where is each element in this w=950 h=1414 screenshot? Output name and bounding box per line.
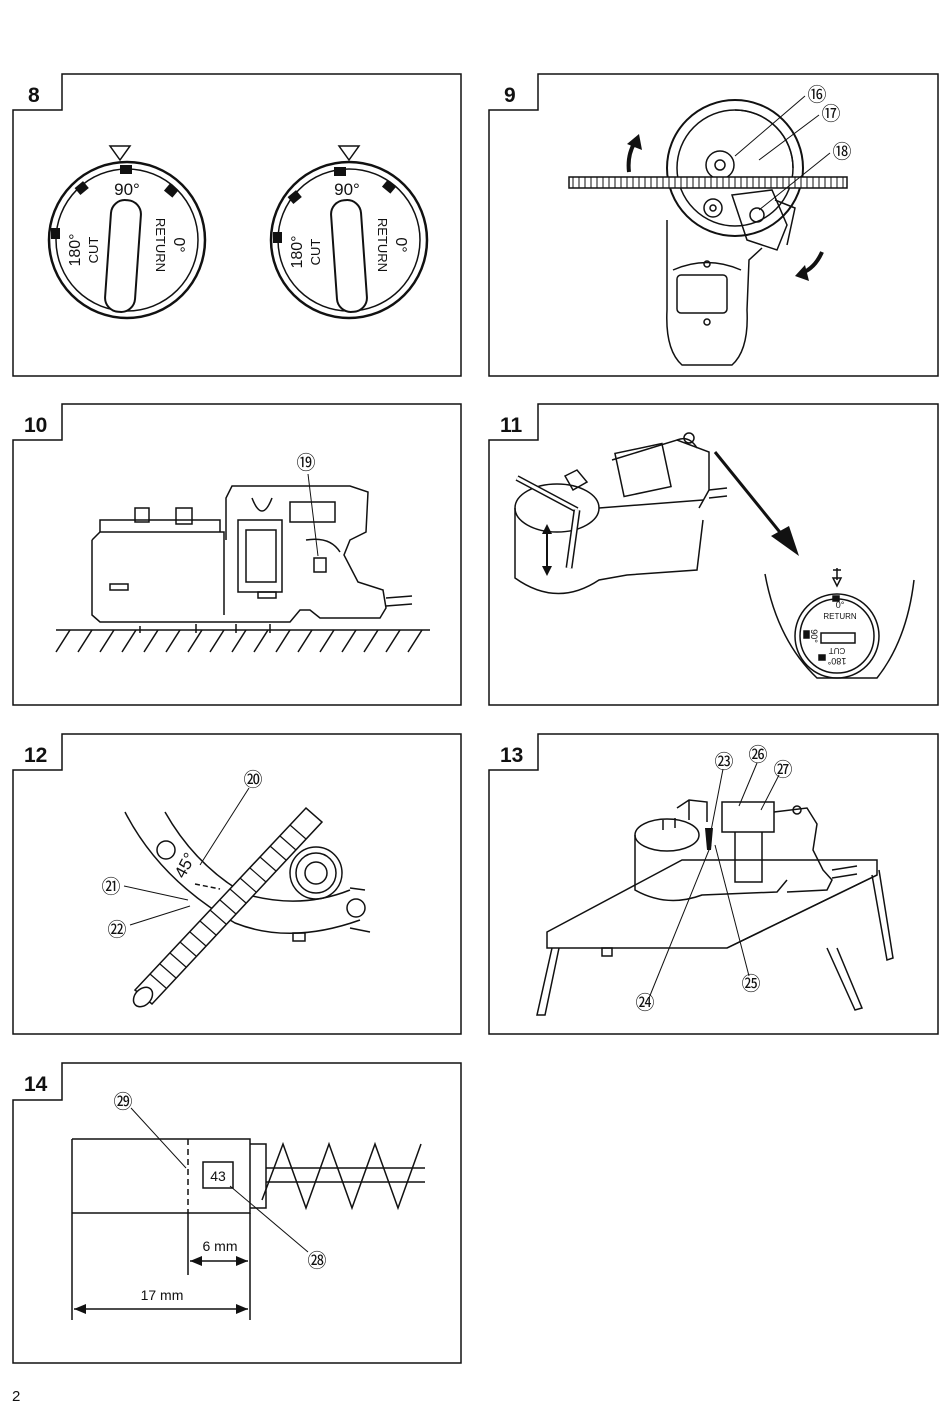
bender-side-view bbox=[91, 485, 413, 633]
indicator-triangle-icon bbox=[108, 145, 132, 162]
svg-text:㉗: ㉗ bbox=[773, 759, 792, 781]
svg-text:90°: 90° bbox=[114, 180, 140, 199]
figure-11: 11 0° RETURN 90° 180° CUT bbox=[477, 390, 947, 710]
figure-number: 8 bbox=[28, 84, 40, 107]
svg-text:CUT: CUT bbox=[829, 646, 846, 655]
figure-number: 13 bbox=[500, 744, 523, 767]
dimension-short: 6 mm bbox=[203, 1238, 238, 1254]
up-down-arrow-icon bbox=[542, 524, 552, 576]
ground bbox=[55, 629, 430, 653]
rebar bbox=[568, 176, 848, 189]
bender-on-table bbox=[634, 799, 858, 902]
callout-20: ⑳ bbox=[199, 769, 263, 866]
callout-19: ⑲ bbox=[296, 452, 319, 557]
svg-text:⑰: ⑰ bbox=[821, 103, 840, 125]
callout-29: ㉙ bbox=[113, 1091, 187, 1169]
dimension-lines bbox=[71, 1213, 251, 1320]
svg-text:RETURN: RETURN bbox=[375, 218, 390, 272]
workbench bbox=[536, 859, 894, 1016]
svg-text:㉘: ㉘ bbox=[307, 1250, 326, 1272]
svg-text:㉙: ㉙ bbox=[113, 1091, 132, 1113]
page-number: 2 bbox=[12, 1388, 21, 1405]
figure-13: 13 ㉓ ㉖ ㉗ ㉔ ㉕ bbox=[477, 720, 947, 1040]
cutter-detail bbox=[71, 1138, 425, 1214]
dial-knob[interactable] bbox=[104, 199, 142, 313]
svg-text:180°: 180° bbox=[289, 235, 306, 268]
screw-icon bbox=[705, 828, 713, 850]
figure-12: 12 45° ⑳ ㉑ ㉒ bbox=[0, 720, 470, 1040]
callout-17: ⑰ bbox=[758, 103, 841, 161]
stamp-value: 43 bbox=[210, 1168, 226, 1184]
pointer-arrow-icon bbox=[713, 451, 799, 556]
svg-text:⑯: ⑯ bbox=[807, 84, 826, 106]
rotation-arrow-up-icon bbox=[626, 134, 642, 173]
indicator-triangle-icon bbox=[337, 145, 361, 162]
figure-number: 11 bbox=[500, 414, 523, 437]
callout-27: ㉗ bbox=[760, 759, 793, 811]
rotation-arrow-down-icon bbox=[795, 251, 824, 281]
svg-text:RETURN: RETURN bbox=[823, 612, 857, 621]
svg-text:180°: 180° bbox=[827, 656, 846, 666]
figure-number: 14 bbox=[24, 1073, 48, 1096]
figure-10: 10 ⑲ bbox=[0, 390, 470, 710]
callout-28: ㉘ bbox=[229, 1185, 327, 1272]
callout-22: ㉒ bbox=[107, 905, 191, 941]
dial-knob[interactable] bbox=[330, 199, 368, 313]
svg-text:⑲: ⑲ bbox=[296, 452, 315, 474]
callout-23: ㉓ bbox=[709, 751, 734, 837]
callout-26: ㉖ bbox=[738, 744, 768, 807]
mode-dial-right: 90° 180° CUT RETURN 0° bbox=[269, 145, 429, 320]
svg-text:CUT: CUT bbox=[308, 239, 323, 266]
svg-text:㉑: ㉑ bbox=[101, 876, 120, 898]
callout-25: ㉕ bbox=[714, 844, 761, 995]
bender-head-drawing bbox=[666, 99, 804, 366]
svg-text:0°: 0° bbox=[170, 237, 187, 252]
svg-text:㉖: ㉖ bbox=[748, 744, 767, 766]
svg-text:⑱: ⑱ bbox=[832, 141, 851, 163]
figure-number: 10 bbox=[24, 414, 47, 437]
bender-perspective bbox=[514, 432, 728, 595]
svg-text:CUT: CUT bbox=[86, 237, 101, 264]
callout-16: ⑯ bbox=[734, 84, 827, 157]
mode-dial-left: 90° 180° CUT RETURN 0° bbox=[47, 145, 207, 320]
svg-text:㉓: ㉓ bbox=[714, 751, 733, 773]
alignment-dash bbox=[194, 883, 221, 890]
callout-24: ㉔ bbox=[635, 844, 712, 1014]
svg-text:180°: 180° bbox=[67, 233, 84, 266]
svg-text:㉒: ㉒ bbox=[107, 919, 126, 941]
svg-text:90°: 90° bbox=[334, 180, 360, 199]
figure-14: 14 43 6 mm 17 mm ㉙ ㉘ bbox=[0, 1050, 470, 1370]
svg-text:⑳: ⑳ bbox=[243, 769, 262, 791]
figure-number: 12 bbox=[24, 744, 47, 767]
svg-text:0°: 0° bbox=[392, 237, 409, 252]
figure-number: 9 bbox=[504, 84, 516, 107]
dimension-arrow-icon bbox=[74, 1256, 248, 1314]
stamp-box bbox=[202, 1161, 234, 1189]
svg-text:90°: 90° bbox=[809, 629, 819, 643]
svg-text:RETURN: RETURN bbox=[153, 218, 168, 272]
callout-18: ⑱ bbox=[758, 141, 852, 211]
dimension-long: 17 mm bbox=[141, 1287, 184, 1303]
svg-text:㉔: ㉔ bbox=[635, 992, 654, 1014]
figure-9: 9 ⑯ ⑰ ⑱ bbox=[477, 60, 947, 380]
figure-8: 8 90° 180° CUT RETURN 0° 90° 180° CUT RE… bbox=[0, 60, 470, 380]
dial-zoom-view bbox=[764, 568, 915, 679]
rebar-diagonal bbox=[132, 806, 324, 1008]
svg-text:㉕: ㉕ bbox=[741, 973, 760, 995]
callout-21: ㉑ bbox=[101, 876, 189, 901]
svg-text:0°: 0° bbox=[836, 600, 845, 610]
